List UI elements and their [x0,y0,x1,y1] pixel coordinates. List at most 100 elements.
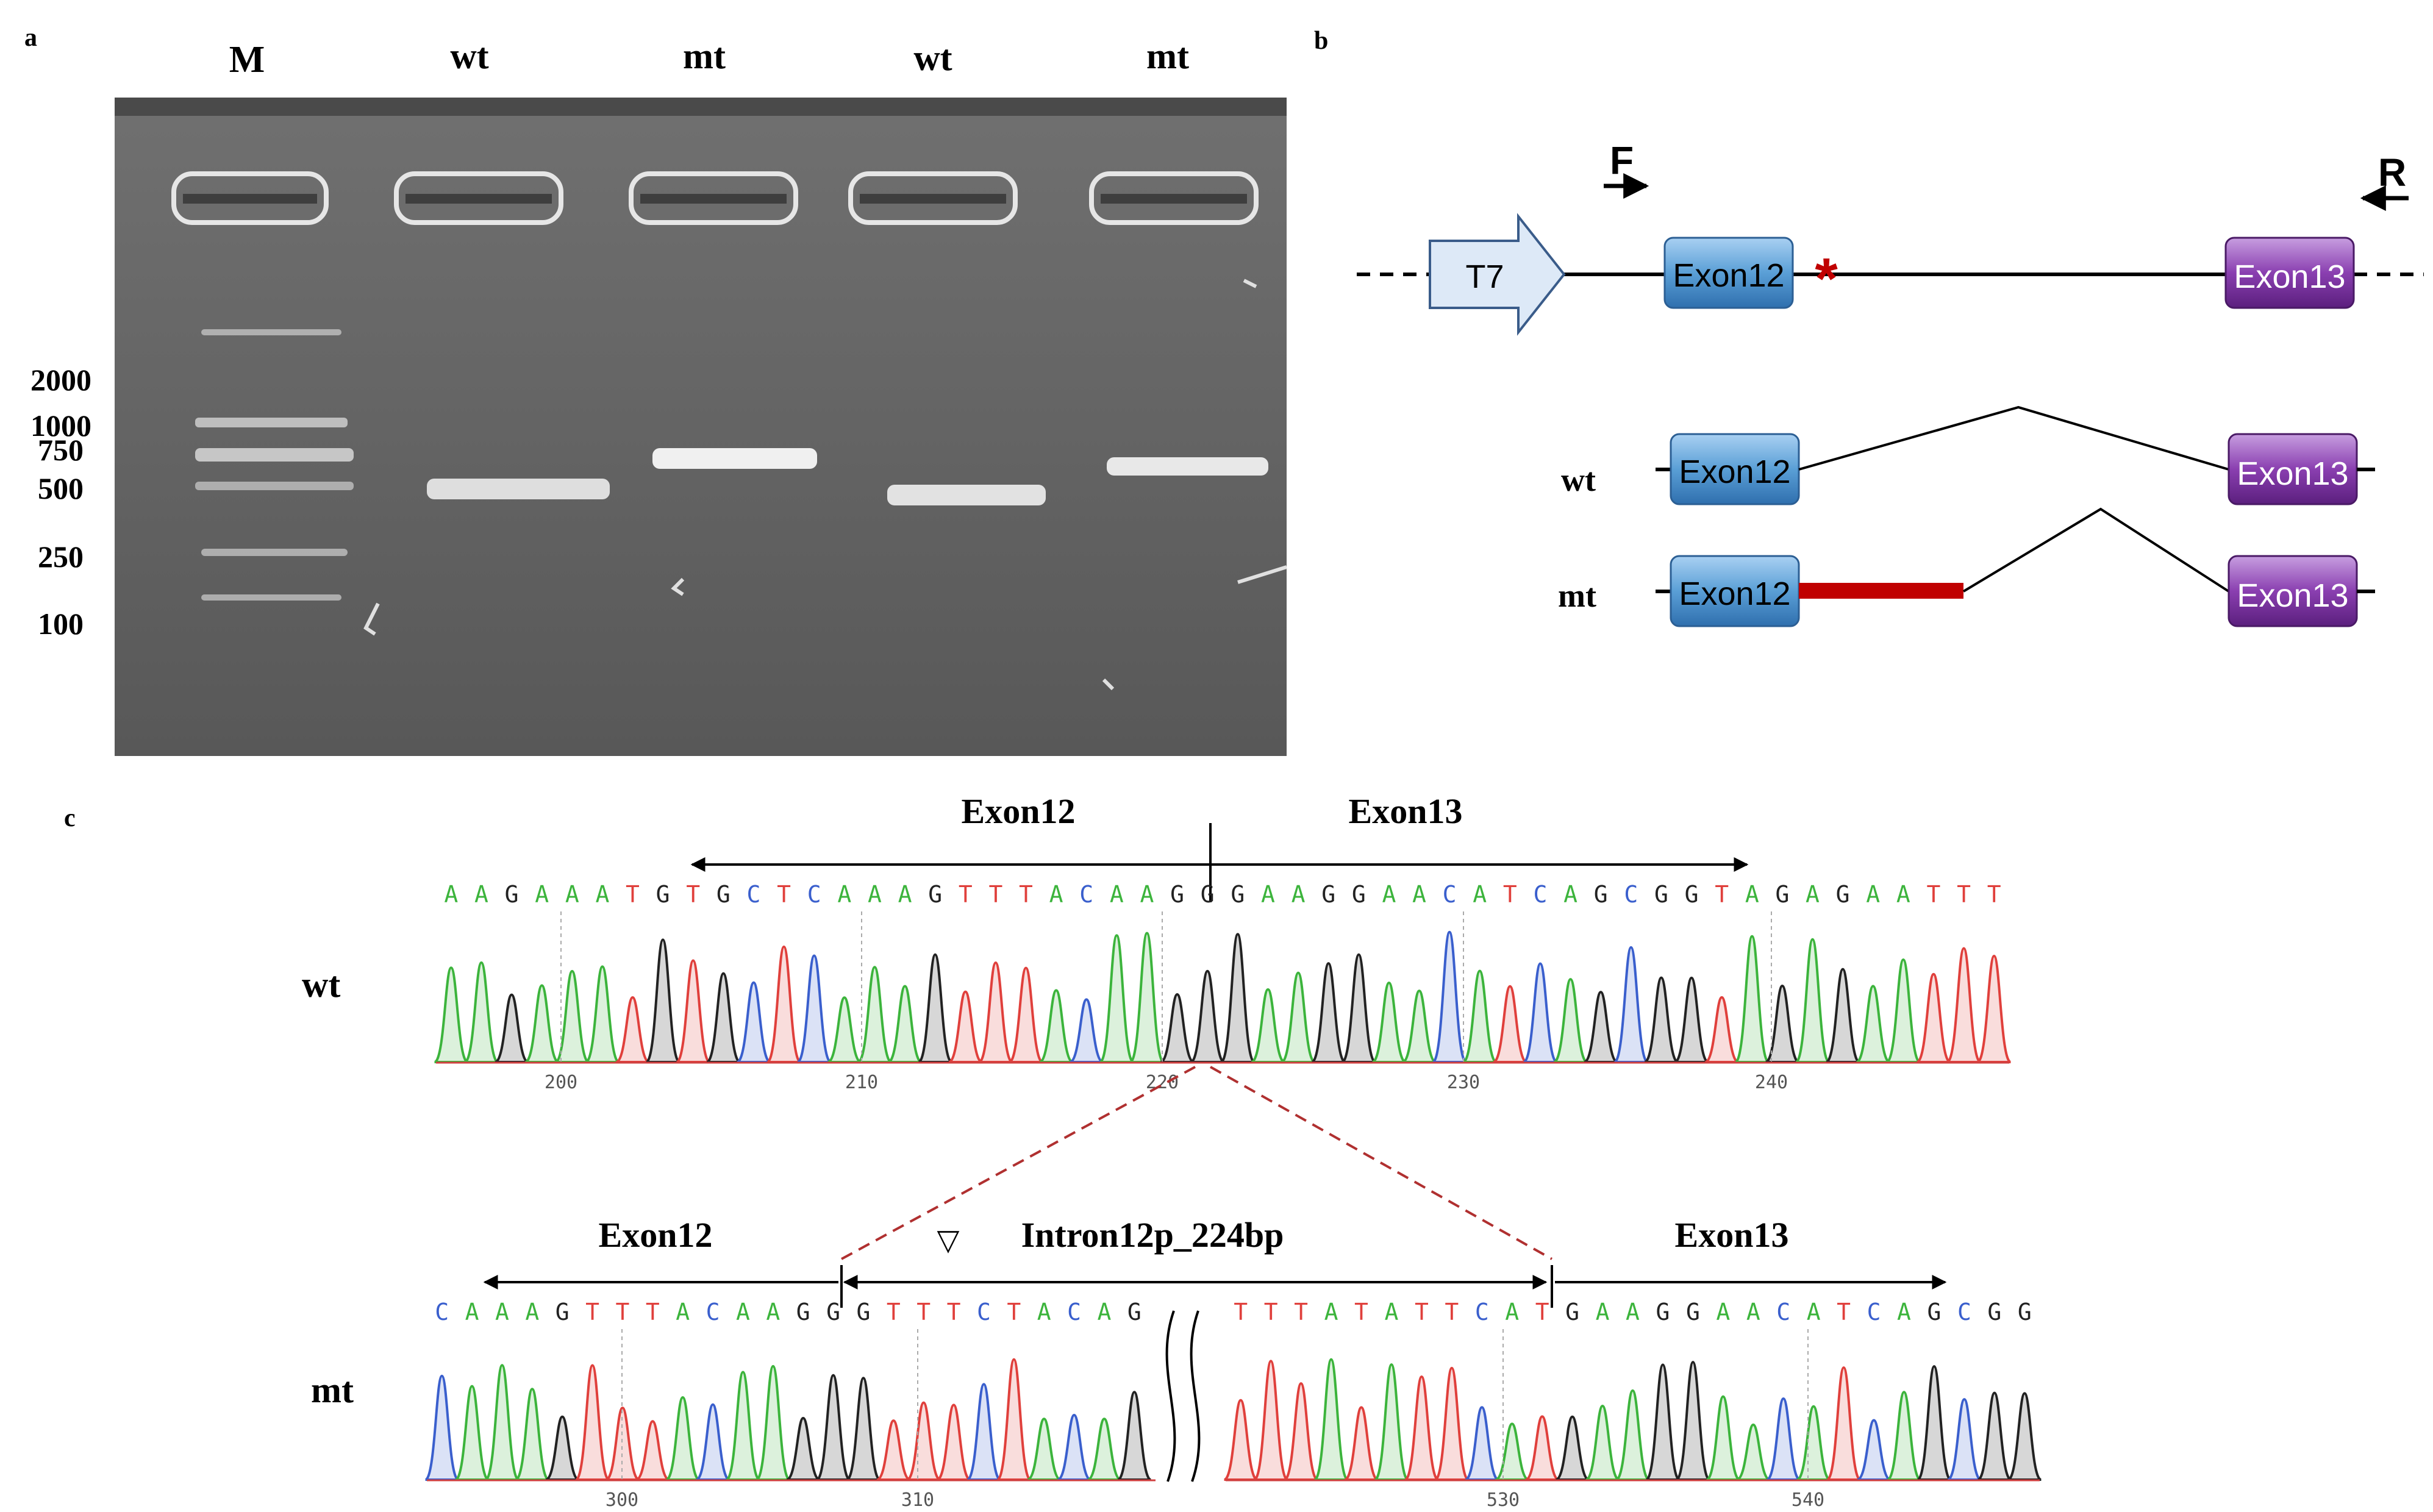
trace-peak [786,1416,821,1481]
sequence-base: T [1294,1299,1308,1325]
trace-peak [1525,1415,1560,1481]
sequence-base: A [444,881,458,908]
trace-peak [906,1401,941,1481]
trace-peak [1736,1423,1771,1481]
trace-peak [816,1374,851,1481]
trace-peak [1856,1419,1892,1481]
band-mt-2 [1107,457,1268,476]
sequence-base: T [1987,881,2001,908]
sequence-base: T [626,881,640,908]
sequence-base: G [1654,881,1668,908]
trace-peak [574,1364,610,1481]
trace-peak [2007,1392,2042,1481]
sequence-base: A [1037,1299,1051,1325]
sequence-base: G [1127,1299,1141,1325]
sequence-base: T [1927,881,1941,908]
trace-peak [434,966,469,1063]
sequence-base: A [525,1299,539,1325]
lane-label-wt-1: wt [450,36,488,76]
trace-peak [1253,1360,1289,1481]
trace-peak [1675,1361,1711,1481]
sequence-base: A [1049,881,1063,908]
mt-intron-insert [1799,583,1963,599]
sequence-base: A [1110,881,1124,908]
zoom-line-left [841,1066,1196,1260]
ladder-label-2000: 2000 [30,363,91,397]
position-tick-label: 530 [1487,1489,1520,1511]
construct-exon13-label: Exon13 [2234,259,2345,295]
sequence-base: G [1656,1299,1670,1325]
trace-peak [857,966,892,1063]
sequence-base: C [706,1299,720,1325]
panel-a: a M wt mt wt mt [24,24,1287,756]
position-tick-label: 300 [606,1489,638,1511]
trace-peak [1796,1405,1831,1481]
mt-intron-header: Intron12p_224bp [1021,1215,1284,1255]
trace-peak [1885,958,1921,1063]
trace-peak [1674,976,1709,1063]
trace-peak [454,1385,490,1481]
trace-peak [726,1371,760,1481]
sequence-base: A [1745,881,1759,908]
ladder-label-250: 250 [38,540,84,574]
sequence-base: G [1686,1299,1700,1325]
sequence-base: T [947,1299,961,1325]
sequence-base: G [1987,1299,2001,1325]
trace-peak [524,984,559,1063]
t7-promoter-arrow [1429,213,1566,336]
trace-peak [1117,1391,1152,1481]
splice-mt-label: mt [1558,577,1596,614]
trace-peak [1344,1406,1379,1481]
trace-peak [1402,990,1437,1063]
sequence-base: A [1097,1299,1111,1325]
sequence-base: A [1140,881,1154,908]
trace-peak [1734,935,1770,1063]
sequence-base: C [1534,881,1548,908]
trace-peak [1645,1363,1681,1481]
sequence-base: A [1896,881,1910,908]
trace-peak [1434,1366,1470,1481]
sequence-base: C [1957,1299,1971,1325]
construct-exon12-label: Exon12 [1673,257,1784,294]
mt-exon13-header: Exon13 [1675,1215,1789,1255]
sequence-base: G [1231,881,1245,908]
trace-peak [1313,1358,1349,1481]
sequence-base: T [615,1299,629,1325]
sequence-break-symbol [1165,1310,1201,1482]
sequence-base: T [1007,1299,1021,1325]
sequence-base: C [1079,881,1093,908]
trace-peak [1976,955,2012,1063]
sequence-base: A [1505,1299,1519,1325]
sequence-base: A [736,1299,750,1325]
trace-peak [1281,971,1316,1063]
trace-peak [1644,976,1679,1063]
sequence-base: T [1264,1299,1278,1325]
sequence-base: A [1866,881,1880,908]
trace-peak [1916,1365,1952,1481]
reverse-primer-label: R [2378,151,2406,194]
sequence-base: T [777,881,791,908]
sequence-base: C [807,881,821,908]
construct-exon12 [1663,237,1794,309]
sequence-base: C [1776,1299,1790,1325]
sequence-base: C [1443,881,1457,908]
sequence-base: T [959,881,973,908]
sequence-base: A [1596,1299,1610,1325]
trace-peak [755,1364,791,1481]
sequence-base: G [796,1299,810,1325]
sequence-base: G [1594,881,1608,908]
trace-peak [966,1383,1001,1481]
position-tick-label: 540 [1792,1489,1824,1511]
trace-peak [876,1419,911,1481]
trace-peak [1615,1389,1650,1481]
trace-peak [996,1358,1032,1481]
position-tick-label: 230 [1447,1072,1480,1093]
trace-peak [1311,962,1346,1063]
trace-peak [918,953,953,1063]
sequence-base: C [747,881,761,908]
trace-peak [605,1407,640,1481]
sequence-base: G [1321,881,1335,908]
